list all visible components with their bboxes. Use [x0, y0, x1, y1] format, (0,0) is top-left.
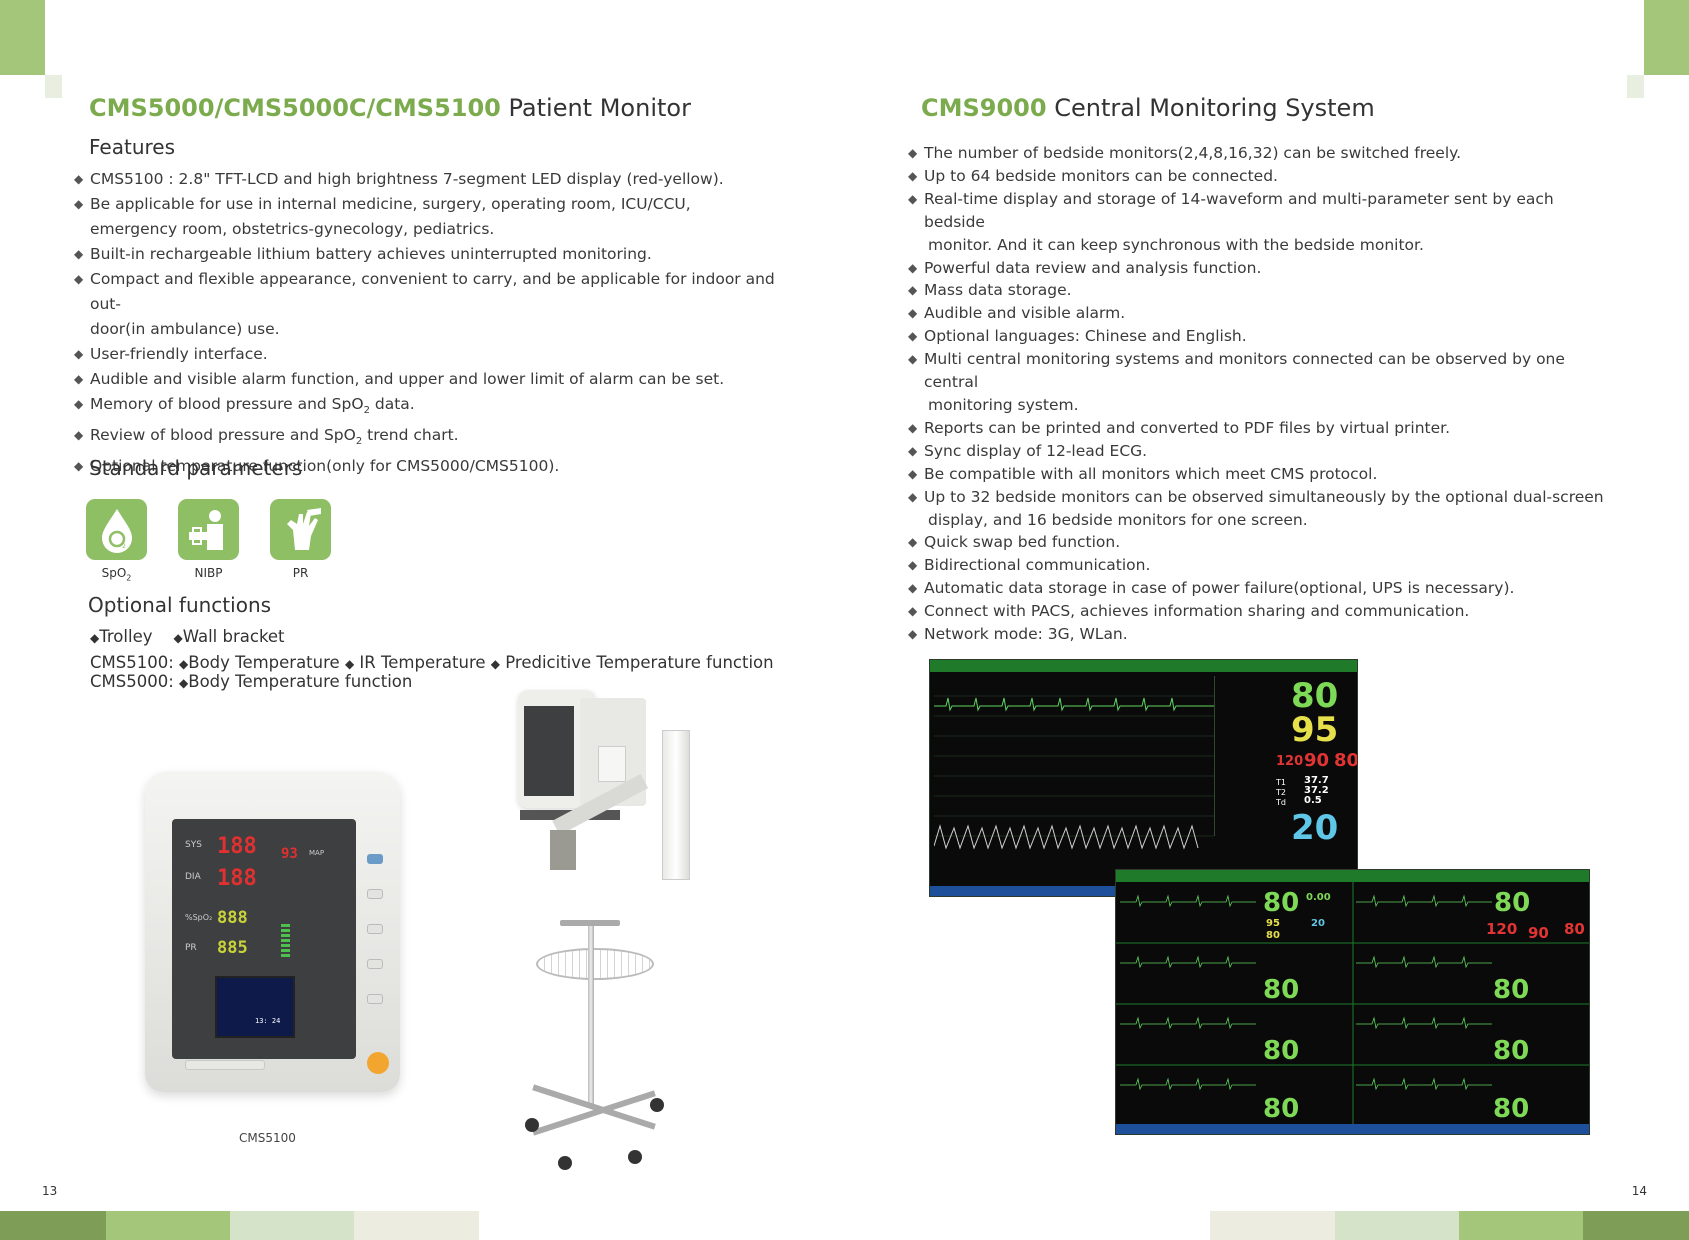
- screen1-t2: 37.2: [1304, 785, 1329, 796]
- feature-item: Built-in rechargeable lithium battery ac…: [74, 242, 804, 267]
- feature-item: Multi central monitoring systems and mon…: [908, 348, 1608, 394]
- corner-tab-left: [0, 0, 45, 75]
- features-heading: Features: [89, 135, 175, 159]
- feature-item: Reports can be printed and converted to …: [908, 417, 1608, 440]
- feature-item: Be compatible with all monitors which me…: [908, 463, 1608, 486]
- footer-bar-right: [1210, 1211, 1689, 1240]
- param-pr: PR: [270, 499, 331, 582]
- feature-item: Optional languages: Chinese and English.: [908, 325, 1608, 348]
- screen1-nibp-map: 80: [1334, 750, 1358, 771]
- param-nibp-label: NIBP: [194, 566, 223, 580]
- feature-item: CMS5100 : 2.8" TFT-LCD and high brightne…: [74, 167, 804, 192]
- feature-item-continuation: emergency room, obstetrics-gynecology, p…: [90, 220, 495, 238]
- screen1-spo2-value: 95: [1291, 710, 1339, 750]
- feature-item: Optional temperature function(only for C…: [74, 454, 804, 479]
- cms5100-options: CMS5100: ◆Body Temperature ◆ IR Temperat…: [90, 653, 774, 672]
- ecg-waveform-icon: [934, 695, 1214, 850]
- feature-item: Be applicable for use in internal medici…: [74, 192, 804, 217]
- central-monitor-screen-grid: 80 0.00 95 20 80 80 120 90 80 80 80 80 8…: [1115, 869, 1590, 1135]
- feature-item: User-friendly interface.: [74, 342, 804, 367]
- feature-item: Memory of blood pressure and SpO2 data.: [74, 392, 804, 423]
- page-number-right: 14: [1631, 1184, 1647, 1198]
- cms5100-label: CMS5100:: [90, 653, 174, 672]
- corner-square-left: [45, 75, 62, 98]
- left-title-text: Patient Monitor: [500, 94, 691, 122]
- feature-item-continuation: monitor. And it can keep synchronous wit…: [928, 235, 1424, 254]
- option-trolley: Trolley: [99, 627, 153, 646]
- feature-item: Up to 32 bedside monitors can be observe…: [908, 486, 1608, 509]
- feature-item: Audible and visible alarm.: [908, 302, 1608, 325]
- optional-functions-heading: Optional functions: [88, 593, 272, 617]
- cms5000-options: CMS5000: ◆Body Temperature function: [90, 672, 413, 691]
- feature-item: Sync display of 12-lead ECG.: [908, 440, 1608, 463]
- cms5100-monitor-image: SYS 188 93 MAP DIA 188 %SpO₂ 888 PR 885 …: [145, 772, 400, 1092]
- cms5000-label: CMS5000:: [90, 672, 174, 691]
- screen1-resp-value: 20: [1291, 808, 1339, 848]
- feature-item: Connect with PACS, achieves information …: [908, 600, 1608, 623]
- blood-pressure-cuff-icon: [178, 499, 239, 560]
- footer-bar-left: [0, 1211, 479, 1240]
- feature-item-continuation: display, and 16 bedside monitors for one…: [928, 510, 1308, 529]
- screen1-nibp-sys: 120: [1276, 754, 1304, 769]
- monitor-caption: CMS5100: [239, 1131, 296, 1145]
- param-pr-label: PR: [292, 566, 309, 580]
- multi-bed-grid-icon: [1116, 882, 1589, 1126]
- right-features-list: The number of bedside monitors(2,4,8,16,…: [908, 142, 1608, 646]
- standard-parameters-heading: Standard parameters: [89, 456, 303, 480]
- feature-item-continuation: door(in ambulance) use.: [90, 320, 280, 338]
- feature-item: Audible and visible alarm function, and …: [74, 367, 804, 392]
- screen1-nibp-dia: 90: [1304, 750, 1330, 771]
- feature-item: Up to 64 bedside monitors can be connect…: [908, 165, 1608, 188]
- feature-item: Compact and flexible appearance, conveni…: [74, 267, 804, 317]
- param-spo2-label: SpO: [101, 566, 127, 580]
- standard-parameters: 2 SpO2 NIBP PR: [86, 499, 331, 582]
- page-number-left: 13: [42, 1184, 58, 1198]
- param-spo2: 2 SpO2: [86, 499, 147, 582]
- right-page-title: CMS9000 Central Monitoring System: [921, 94, 1375, 122]
- option-wall-bracket: Wall bracket: [182, 627, 285, 646]
- screen1-td: 0.5: [1304, 795, 1322, 806]
- trolley-image: [520, 920, 680, 1180]
- left-title-model: CMS5000/CMS5000C/CMS5100: [89, 94, 501, 122]
- screen1-hr-value: 80: [1291, 676, 1339, 716]
- screen2-hr-value: 80: [1263, 888, 1300, 918]
- pulse-hand-icon: [270, 499, 331, 560]
- right-title-text: Central Monitoring System: [1046, 94, 1375, 122]
- param-nibp: NIBP: [178, 499, 239, 582]
- svg-text:2: 2: [122, 543, 126, 550]
- feature-item: Real-time display and storage of 14-wave…: [908, 188, 1608, 234]
- right-title-model: CMS9000: [921, 94, 1047, 122]
- wall-bracket-image: [500, 690, 705, 880]
- left-features-list: CMS5100 : 2.8" TFT-LCD and high brightne…: [74, 167, 804, 479]
- central-monitor-screen-single: 80 95 120 90 80 T1 T2 Td 37.7 37.2 0.5 2…: [929, 659, 1358, 897]
- optional-accessories: ◆Trolley ◆Wall bracket: [90, 627, 285, 646]
- spo2-drop-icon: 2: [86, 499, 147, 560]
- feature-item-continuation: monitoring system.: [928, 395, 1079, 414]
- feature-item: Powerful data review and analysis functi…: [908, 257, 1608, 280]
- feature-item: Quick swap bed function.: [908, 531, 1608, 554]
- feature-item: Automatic data storage in case of power …: [908, 577, 1608, 600]
- feature-item: Network mode: 3G, WLan.: [908, 623, 1608, 646]
- feature-item: Bidirectional communication.: [908, 554, 1608, 577]
- corner-tab-right: [1644, 0, 1689, 75]
- left-page-title: CMS5000/CMS5000C/CMS5100 Patient Monitor: [89, 94, 691, 122]
- feature-item: Mass data storage.: [908, 279, 1608, 302]
- feature-item: Review of blood pressure and SpO2 trend …: [74, 423, 804, 454]
- corner-square-right: [1627, 75, 1644, 98]
- screen1-t1: 37.7: [1304, 775, 1329, 786]
- feature-item: The number of bedside monitors(2,4,8,16,…: [908, 142, 1608, 165]
